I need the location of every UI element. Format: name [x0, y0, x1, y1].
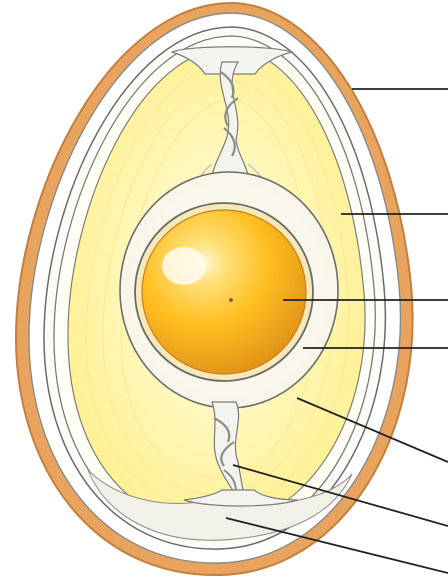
- yolk-highlight: [162, 247, 206, 285]
- yolk: [142, 210, 306, 374]
- germinal-disc: [229, 298, 233, 302]
